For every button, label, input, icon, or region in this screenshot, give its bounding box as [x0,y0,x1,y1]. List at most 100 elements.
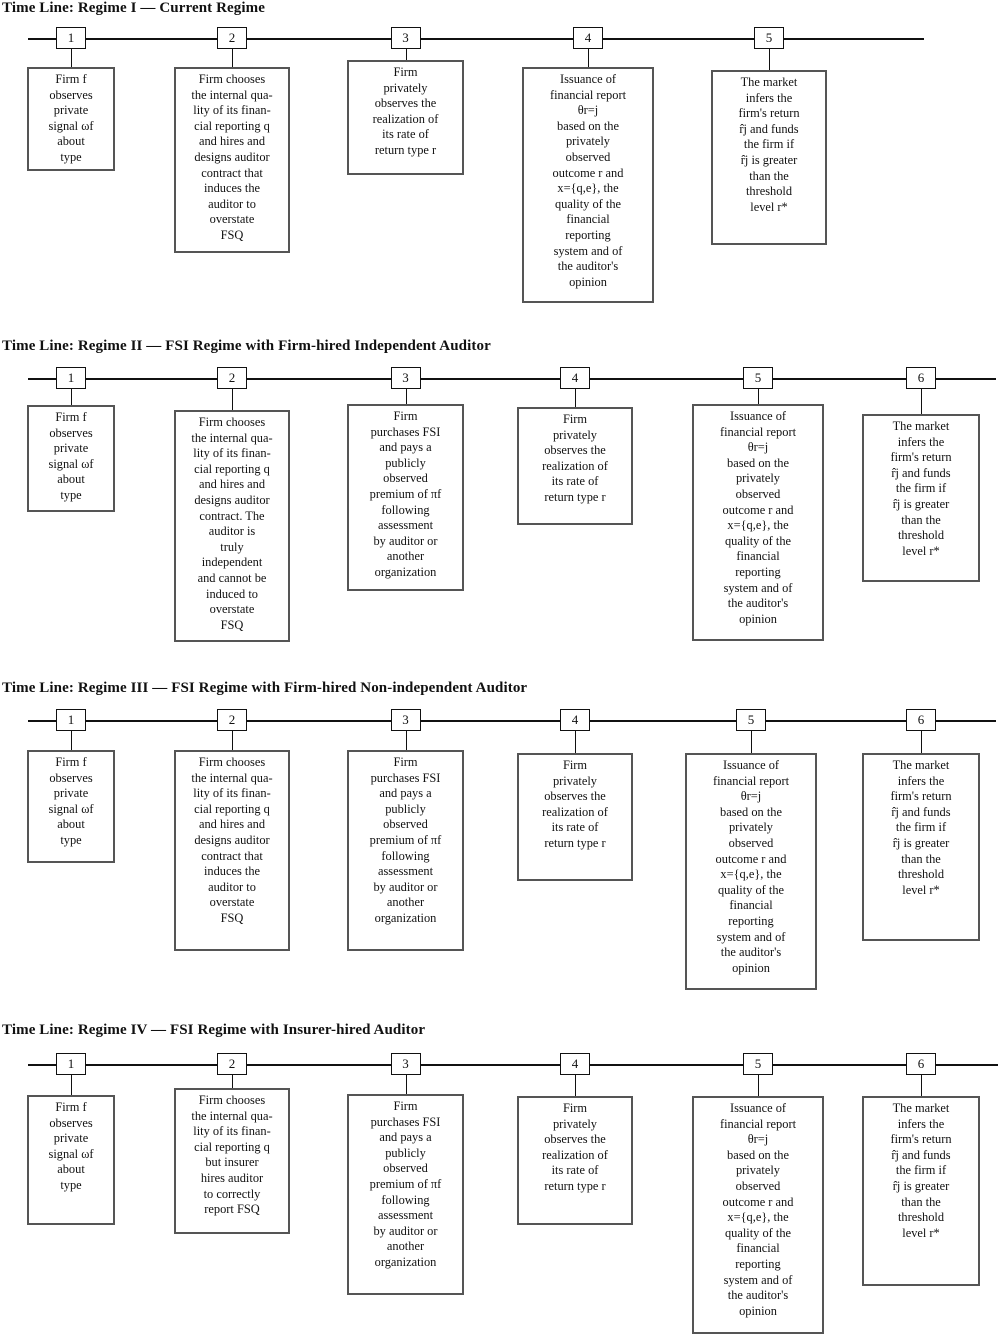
step-number-5: 5 [736,709,766,731]
step-text-line: Firm [393,755,418,769]
step-connector [575,731,576,753]
step-text-line: its rate of [551,474,599,489]
step-text-line: opinion [739,611,777,626]
step-connector [758,1075,759,1096]
step-text-line: private [53,786,89,801]
step-text-line: based on the [727,455,789,470]
step-text-line: FSQ [220,227,244,242]
step-text-line: the auditor's [727,596,789,611]
step-text-line: firm's return [890,789,952,804]
step-text-line: FSQ [220,910,244,925]
step-text-line: type [60,832,82,847]
step-text-line: private [53,441,89,456]
step-text-line: organization [374,564,437,579]
step-number-6: 6 [906,1053,936,1075]
step-text-line: system and of [723,580,793,595]
step-text-line: r̂j is greater [892,496,950,511]
step-text-line: organization [374,1254,437,1269]
step-number-3: 3 [390,1053,421,1075]
step-text-line: another [386,895,425,910]
step-text-line: Issuance of [559,72,617,86]
step-text-line: type [60,149,82,164]
timeline-title: Time Line: Regime I — Current Regime [2,0,265,16]
step-text-line: Firm [562,758,588,772]
step-text-line: designs auditor [194,492,270,507]
step-text-line: induces the [203,864,261,879]
step-text-line: Firm f [55,410,87,424]
step-text-line: Firm [393,409,418,423]
step-text-line: publicly [385,801,426,816]
step-text-line: designs auditor [194,149,270,164]
step-number-1: 1 [56,709,86,731]
step-text-line: r̂j and funds [891,465,951,480]
step-text-line: x={q,e}, the [727,1210,789,1225]
step-text-line: the auditor's [727,1288,789,1303]
step-text-line: observes [49,1115,93,1130]
step-text-line: and pays a [379,440,432,455]
step-text-line: privately [552,773,598,788]
step-text-line: θr=j [577,103,599,118]
step-connector [575,389,576,407]
step-text-line: cial reporting q [194,801,270,816]
step-text-line: organization [374,910,437,925]
step-text-line: threshold [897,528,945,543]
step-text-line: θr=j [747,1132,769,1147]
step-text-line: firm's return [890,450,952,465]
step-text-line: and cannot be [197,570,267,585]
step-text-line: quality of the [724,533,792,548]
step-text-line: about [57,472,85,487]
step-connector [588,49,589,67]
step-text-line: the internal qua- [191,430,273,445]
step-text-line: the firm if [895,1163,947,1178]
step-text-line: financial [566,212,610,227]
step-text-line: financial [736,1241,780,1256]
step-number-2: 2 [217,709,247,731]
step-text-line: independent [201,555,263,570]
timeline-axis [28,1064,998,1066]
step-text-line: financial [729,898,773,913]
timeline-title: Time Line: Regime II — FSI Regime with F… [2,338,491,354]
step-text-line: outcome r and [552,165,624,180]
step-text-line: contract that [201,848,263,863]
step-text-line: premium of πf [369,486,442,501]
step-text-line: purchases FSI [370,1114,441,1129]
step-text-line: contract that [201,165,263,180]
step-text-line: Firm chooses [198,755,266,769]
step-text-line: signal ωf [48,118,94,133]
step-text-line: infers the [897,434,945,449]
timeline-axis [28,378,996,380]
step-text-line: return type r [544,489,606,504]
step-number-5: 5 [743,367,773,389]
step-connector [71,1075,72,1095]
step-number-5: 5 [743,1053,773,1075]
step-text-line: type [60,487,82,502]
step-text-line: signal ωf [48,456,94,471]
step-text-line: infers the [745,90,793,105]
step-text-line: its rate of [551,820,599,835]
step-text-line: Issuance of [729,1101,787,1115]
step-text-line: assessment [377,518,434,533]
step-text-line: following [381,502,430,517]
step-connector [406,389,407,404]
step-text-line: publicly [385,455,426,470]
step-text-line: observed [728,835,774,850]
step-text-line: threshold [745,184,793,199]
step-connector [921,731,922,753]
step-text-line: truly [220,539,244,554]
step-text-line: about [57,1162,85,1177]
step-text-line: another [386,549,425,564]
step-text-line: The market [740,75,798,89]
step-text-line: another [386,1239,425,1254]
step-number-4: 4 [573,27,603,49]
step-text-line: premium of πf [369,1176,442,1191]
step-text-line: r̂j is greater [740,152,798,167]
